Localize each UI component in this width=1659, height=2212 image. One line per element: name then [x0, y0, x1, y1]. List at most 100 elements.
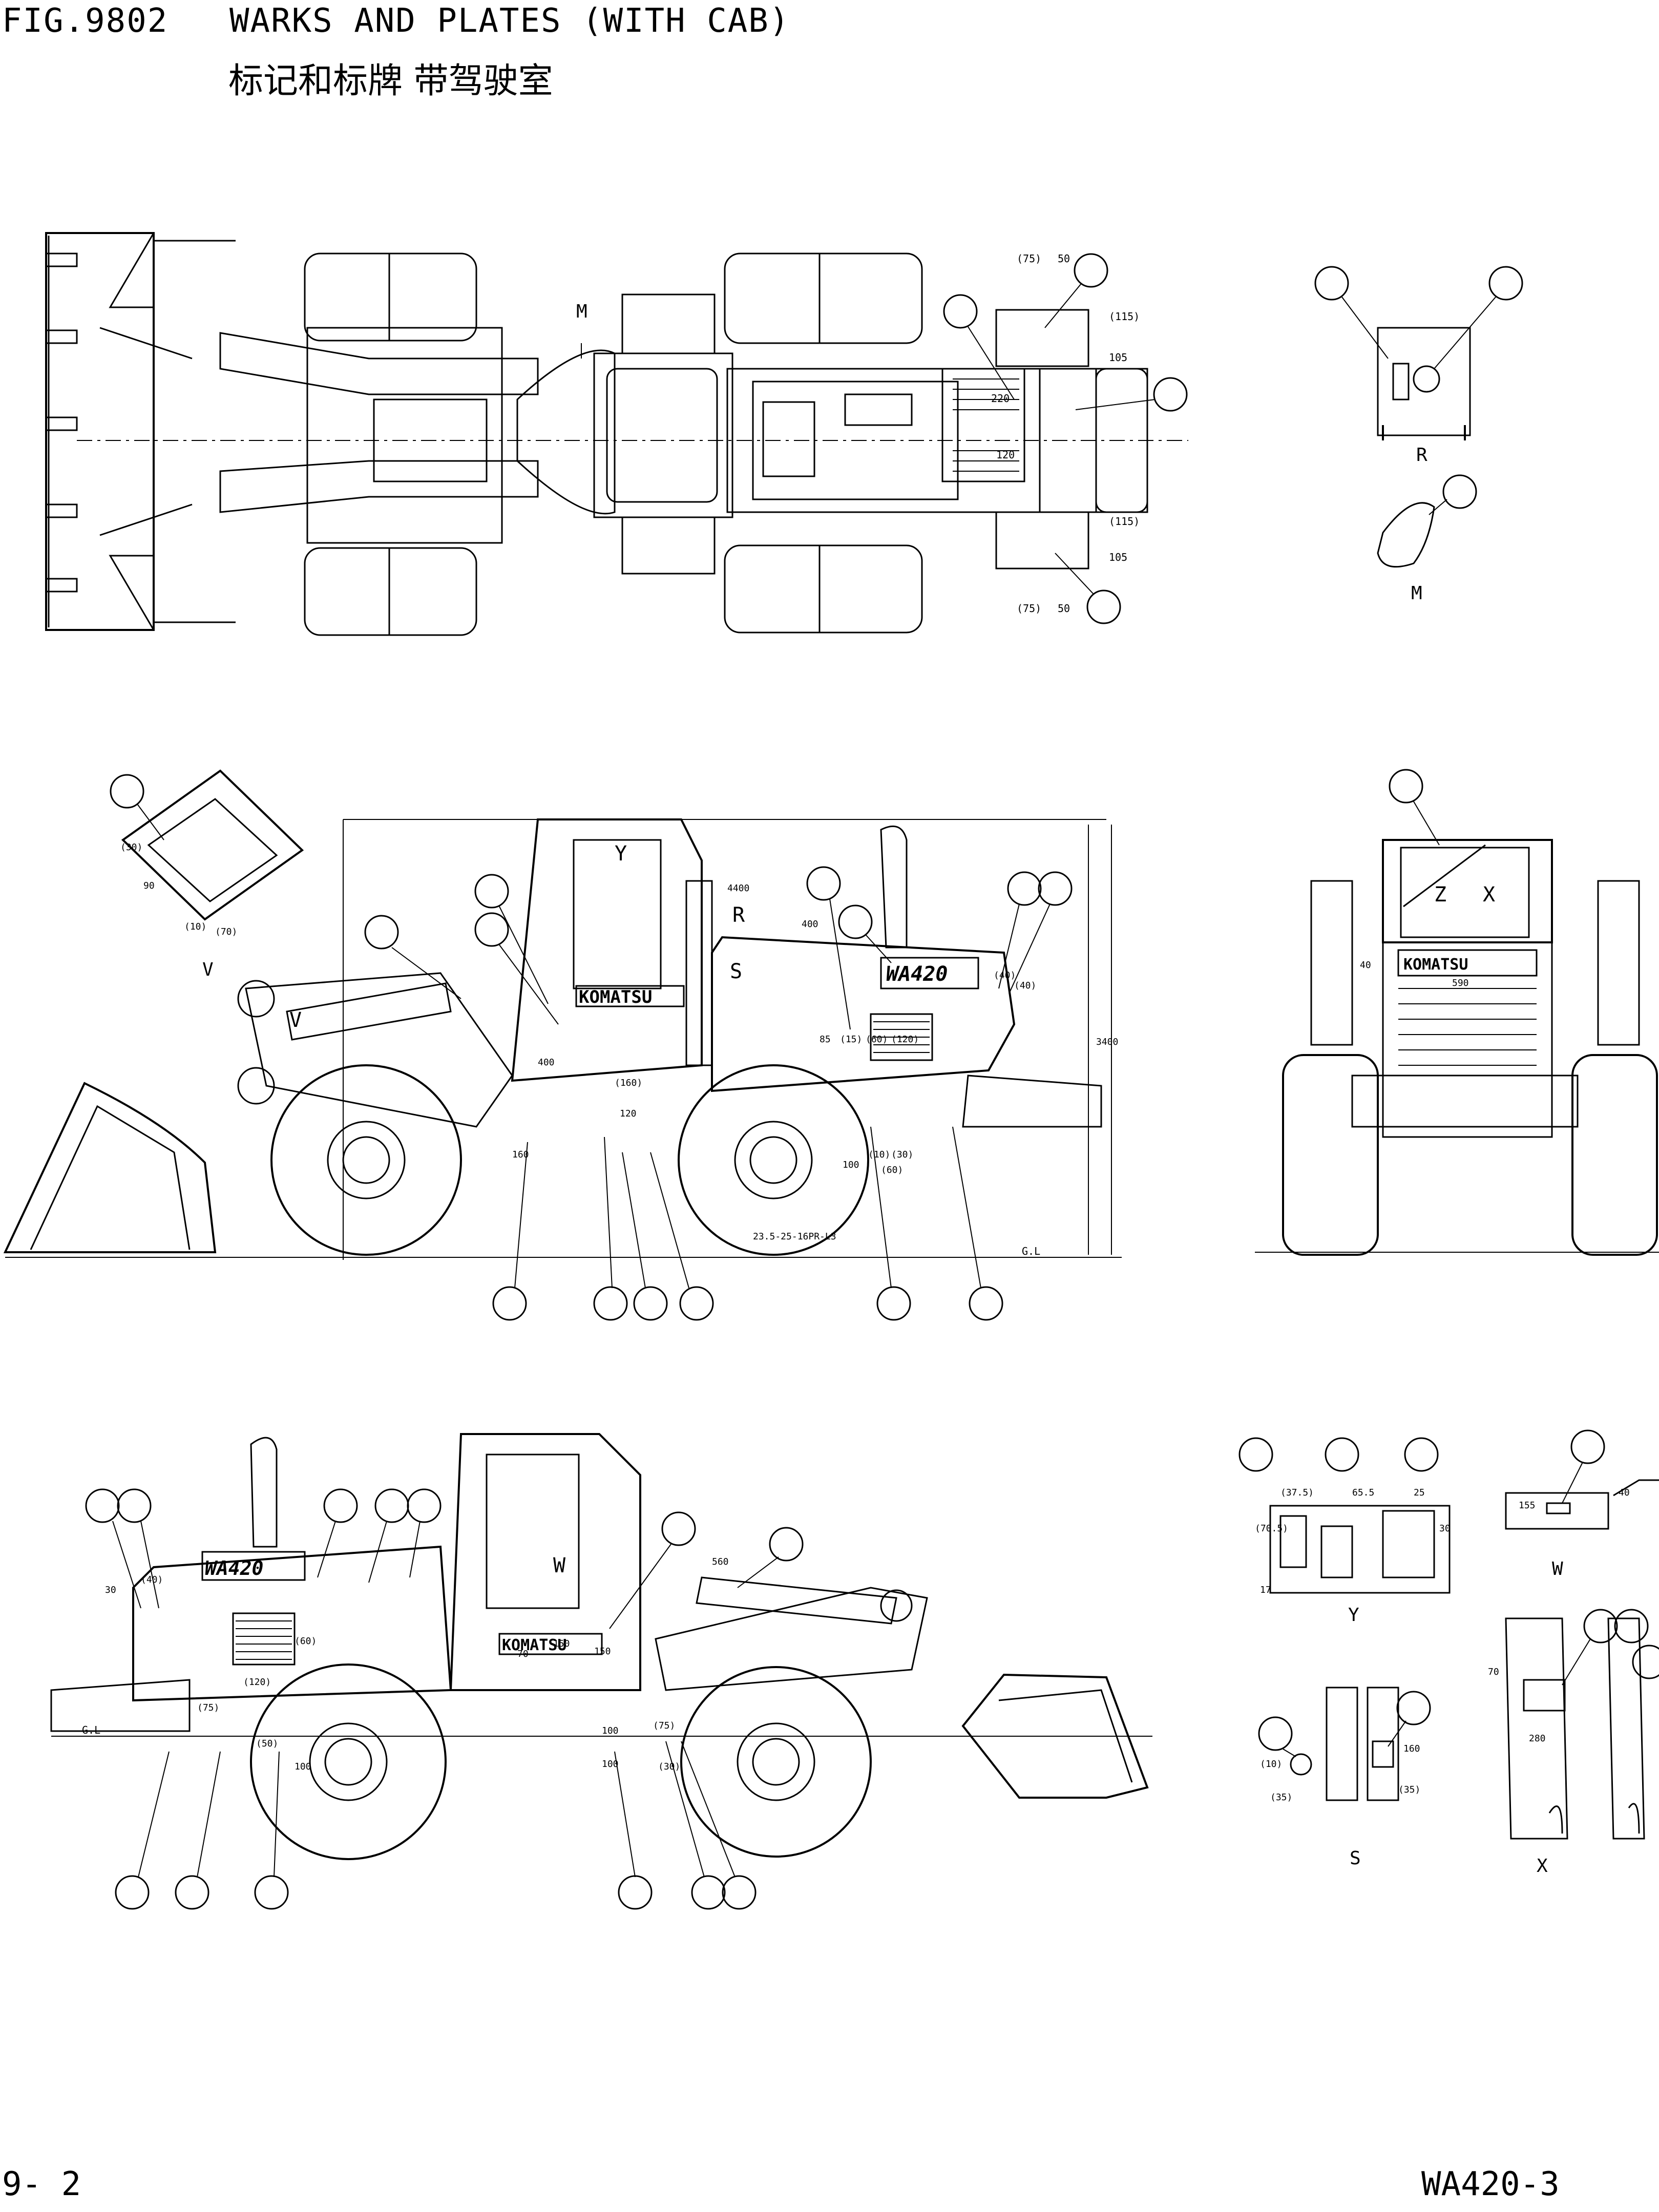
dim-top-10: 50	[1058, 602, 1070, 615]
dim-rear-1: 590	[1452, 978, 1469, 988]
dim-bottom-9: (120)	[243, 1677, 271, 1688]
dim-bottom-1: (40)	[141, 1574, 163, 1585]
dim-bottom-13: (75)	[653, 1720, 675, 1731]
model-decal-right: WA420	[205, 1557, 263, 1579]
detail-y-label: Y	[1348, 1605, 1359, 1626]
figure-number: FIG.9802	[2, 2, 169, 40]
dim-top-6: 120	[996, 449, 1015, 461]
model-decal-left: WA420	[886, 962, 948, 986]
dim-top-7: (115)	[1109, 515, 1140, 528]
marker-y: Y	[615, 842, 627, 866]
ground-line-label-2: G.L	[82, 1724, 100, 1736]
dim-top-9: (75)	[1017, 602, 1041, 615]
side-view-left: G.L KOMATSU WA420 23.5-25-16PR-L3 Y R S …	[3, 818, 1122, 1321]
page-number: 9- 2	[2, 2165, 81, 2203]
dim-dety-5: 17	[1260, 1585, 1271, 1595]
side-view-right: G.L WA420 KOMATSU	[50, 1433, 1152, 1910]
detail-m-label: M	[1411, 583, 1422, 604]
figure-subtitle: 标记和标牌 带驾驶室	[228, 61, 553, 101]
dim-side-2: 400	[802, 919, 818, 930]
dim-dets-3: 160	[1403, 1743, 1420, 1754]
dim-detw-1: 155	[1519, 1500, 1536, 1511]
dim-side-16: (40)	[994, 970, 1016, 981]
dim-side-10: (160)	[615, 1078, 642, 1088]
dim-detail-4: (70)	[215, 926, 237, 937]
dim-side-11: 120	[620, 1108, 637, 1119]
dim-rear-2: 40	[1360, 960, 1371, 971]
dim-detx-1: 70	[1488, 1667, 1499, 1677]
dim-side-5: (60)	[866, 1034, 888, 1045]
dim-top-1: (75)	[1017, 252, 1041, 265]
marker-r: R	[732, 903, 745, 927]
tire-size-label: 23.5-25-16PR-L3	[753, 1231, 836, 1242]
dim-bottom-15: (30)	[658, 1761, 680, 1772]
dim-side-6: (120)	[891, 1034, 919, 1045]
marker-v: V	[289, 1008, 302, 1032]
ground-line-label-1: G.L	[1022, 1245, 1040, 1257]
dim-top-3: (115)	[1109, 310, 1140, 323]
dim-bottom-8: 100	[295, 1761, 311, 1772]
model-number: WA420-3	[1421, 2165, 1560, 2203]
dim-top-2: 50	[1058, 252, 1070, 265]
dim-side-14: (60)	[881, 1165, 903, 1175]
detail-w: W 155 40	[1505, 1429, 1659, 1579]
dim-bottom-4: (60)	[295, 1636, 317, 1647]
dim-bottom-5: (50)	[256, 1738, 278, 1749]
dim-side-4: (15)	[840, 1034, 862, 1045]
rear-marker-x: X	[1483, 883, 1495, 907]
dim-dety-3: 65.5	[1352, 1487, 1374, 1498]
detail-v: V (30) 90 (10) (70)	[110, 769, 304, 980]
dim-side-1: 4400	[727, 883, 749, 894]
dim-side-7: 100	[843, 1160, 859, 1170]
right-marker-w: W	[553, 1554, 566, 1577]
top-view-marker-m: M	[576, 301, 587, 322]
dim-dets-1: (10)	[1260, 1759, 1282, 1769]
dim-bottom-12: 100	[602, 1725, 619, 1736]
dim-dety-6: 30	[1439, 1523, 1451, 1534]
detail-r-m: R M	[1314, 266, 1523, 604]
dim-detail-3: (10)	[184, 921, 206, 932]
detail-x-label: X	[1537, 1856, 1548, 1877]
dim-top-5: 220	[991, 392, 1010, 405]
dim-dety-4: 25	[1414, 1487, 1425, 1498]
komatsu-decal: KOMATSU	[579, 987, 652, 1007]
dim-side-15: 160	[512, 1149, 529, 1160]
detail-y: Y (37.5) (70.5) 65.5 25 17 30	[1238, 1437, 1451, 1626]
detail-w-label: W	[1552, 1558, 1563, 1579]
dim-side-17: 3400	[1096, 1037, 1118, 1047]
dim-top-8: 105	[1109, 551, 1127, 563]
dim-bottom-14: 100	[602, 1759, 619, 1769]
detail-x: X 70 280	[1488, 1609, 1659, 1877]
dim-bottom-6: 150	[594, 1646, 611, 1657]
marker-s: S	[730, 960, 742, 983]
dim-detail-1: (30)	[120, 842, 142, 853]
dim-bottom-11: 150	[553, 1638, 570, 1649]
dim-top-4: 105	[1109, 351, 1127, 364]
dim-side-12: (10)	[868, 1149, 890, 1160]
dim-detw-2: 40	[1619, 1487, 1630, 1498]
detail-r-label: R	[1416, 445, 1427, 466]
komatsu-decal-right: KOMATSU	[502, 1636, 566, 1654]
dim-dets-4: (35)	[1398, 1784, 1420, 1795]
dim-detx-2: 280	[1529, 1733, 1546, 1744]
dim-side-3: 85	[820, 1034, 831, 1045]
dim-bottom-2: 30	[105, 1585, 116, 1595]
rear-marker-z: Z	[1434, 883, 1446, 907]
dim-bottom-10: 70	[517, 1649, 529, 1659]
dim-bottom-3: (75)	[197, 1702, 219, 1713]
dim-detail-2: 90	[143, 880, 155, 891]
komatsu-decal-rear: KOMATSU	[1403, 956, 1468, 974]
dim-dety-1: (37.5)	[1280, 1487, 1314, 1498]
dim-dets-2: (35)	[1270, 1792, 1292, 1803]
top-view: M (75) 50 (115) 105 220 120 (115) 105 (7…	[45, 232, 1188, 636]
detail-s-label: S	[1350, 1848, 1361, 1869]
dim-side-13: (30)	[891, 1149, 913, 1160]
dim-dety-2: (70.5)	[1255, 1523, 1288, 1534]
dim-side-8: 400	[538, 1057, 555, 1068]
dim-bottom-7: 560	[712, 1556, 729, 1567]
detail-v-label: V	[202, 959, 214, 980]
dim-side-9: (40)	[1014, 980, 1036, 991]
detail-s: S (10) (35) 160 (35)	[1258, 1687, 1431, 1869]
rear-view: KOMATSU Z X 590 40	[1255, 769, 1659, 1256]
